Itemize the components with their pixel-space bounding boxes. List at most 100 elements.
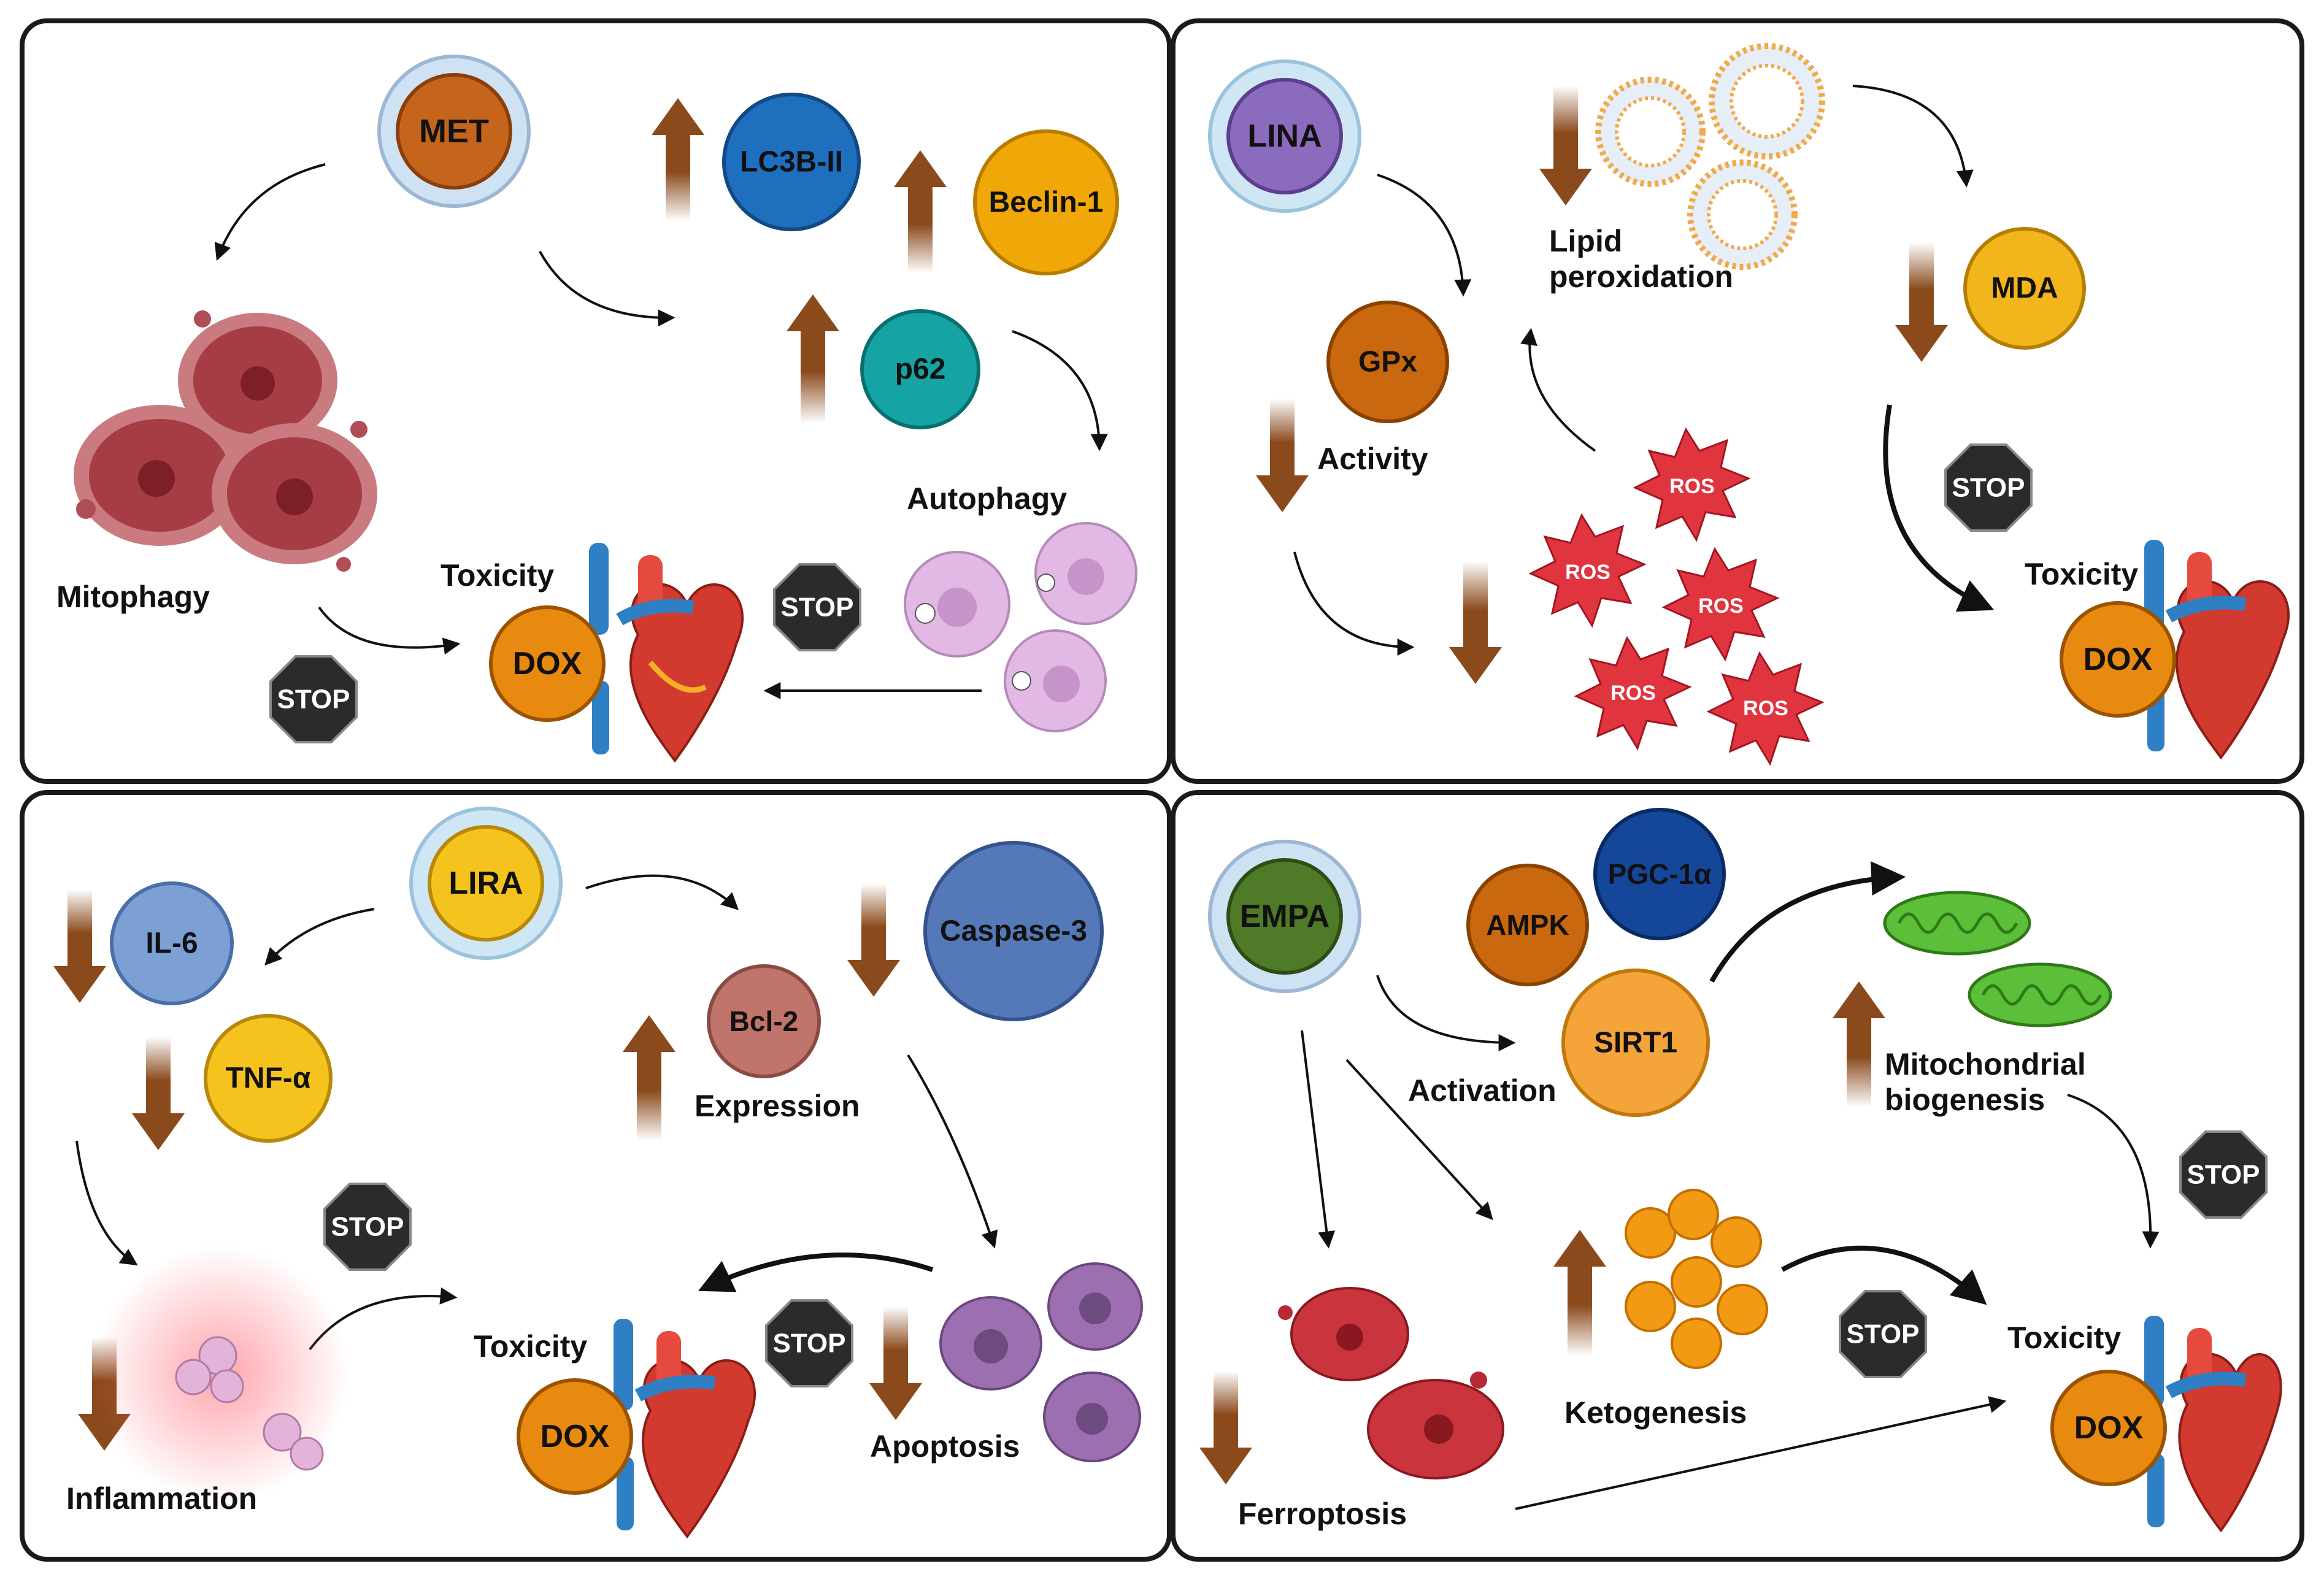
label-ketogenesis: Ketogenesis: [1564, 1395, 1747, 1430]
text-label: Beclin-1: [989, 186, 1104, 219]
text-label: STOP: [2187, 1160, 2260, 1190]
lira-panel-content: LIRA IL-6 TNF-α Bcl-2 Caspase-3 Expr: [53, 807, 1143, 1539]
down-arrow-icon: [1895, 242, 1948, 362]
text-label: STOP: [772, 1329, 845, 1359]
text-label: SIRT1: [1594, 1027, 1677, 1059]
arrow-activity-to-ros: [1293, 551, 1415, 656]
ferroptotic-cells: [1278, 1287, 1504, 1479]
up-arrow-icon: [787, 294, 839, 423]
label-lipid: Lipid: [1549, 224, 1622, 258]
text-label: STOP: [1952, 473, 2025, 503]
label-peroxidation: peroxidation: [1549, 259, 1733, 294]
down-arrow-icon: [1539, 86, 1592, 205]
marker-tnf: TNF-α: [204, 1014, 333, 1143]
arrow-lira-to-bcl2: [585, 874, 739, 910]
ros-starburst-icon: ROS: [1633, 427, 1751, 542]
text-label: ROS: [1669, 475, 1715, 498]
dox-badge: DOX: [489, 605, 606, 722]
down-arrow-icon: [53, 889, 106, 1003]
marker-mda: MDA: [1963, 227, 2086, 350]
arrow-met-to-markers: [539, 251, 675, 327]
empa-panel-content: EMPA PGC-1α AMPK SIRT1 Activation: [1199, 808, 2282, 1533]
arrow-ros-to-lipid: [1520, 328, 1596, 452]
up-arrow-icon: [623, 1015, 675, 1141]
drug-badge-lira: LIRA: [409, 807, 563, 960]
marker-pgc: PGC-1α: [1593, 808, 1726, 940]
label-activity: Activity: [1317, 442, 1428, 476]
marker-il6: IL-6: [110, 881, 234, 1005]
down-arrow-icon: [869, 1306, 922, 1420]
heart-icon: [2144, 1316, 2282, 1533]
arrow-lira-to-il6: [264, 908, 375, 966]
text-label: AMPK: [1486, 909, 1569, 941]
arrow-caspase-to-apoptosis: [907, 1054, 998, 1249]
liposome-icon: [1595, 43, 1825, 270]
arrow-lina-to-gpx: [1377, 174, 1472, 297]
up-arrow-icon: [1833, 981, 1885, 1107]
label-toxicity-lira: Toxicity: [474, 1329, 587, 1364]
down-arrow-icon: [1449, 561, 1502, 684]
arrow-empa-to-sirt1: [1376, 975, 1516, 1051]
label-toxicity-met: Toxicity: [441, 558, 554, 593]
text-label: p62: [895, 353, 946, 386]
ros-starburst-icon: ROS: [1706, 651, 1825, 766]
label-toxicity-lina: Toxicity: [2025, 557, 2138, 591]
heart-icon: [589, 543, 744, 763]
label-apoptosis: Apoptosis: [870, 1429, 1020, 1464]
text-label: STOP: [277, 685, 350, 715]
text-label: DOX: [2084, 642, 2153, 677]
mitochondrion-icon: [1883, 891, 2031, 956]
drug-badge-met: MET: [377, 55, 531, 208]
panel-met: [20, 18, 1172, 784]
text-label: DOX: [541, 1419, 610, 1454]
arrow-mitophagy-to-dox: [318, 606, 461, 655]
marker-bcl2: Bcl-2: [707, 964, 821, 1078]
label-mitochondrial: Mitochondrial: [1885, 1047, 2086, 1081]
text-label: STOP: [331, 1212, 404, 1242]
marker-ampk: AMPK: [1466, 864, 1589, 986]
up-arrow-icon: [1553, 1230, 1606, 1356]
autophagic-cells: [904, 522, 1137, 732]
arrow-sirt1-to-mitochondria: [1709, 861, 1906, 983]
label-inflammation: Inflammation: [66, 1481, 257, 1516]
marker-lc3b: LC3B-II: [722, 93, 861, 231]
text-label: GPx: [1358, 346, 1417, 378]
arrow-empa-to-ferroptosis: [1301, 1030, 1336, 1249]
heart-icon: [614, 1319, 756, 1539]
arrow-met-to-mitophagy: [214, 163, 326, 261]
arrow-empa-to-ketogenesis: [1345, 1059, 1493, 1221]
label-ferroptosis: Ferroptosis: [1238, 1497, 1407, 1531]
apoptotic-cells: [939, 1262, 1143, 1462]
label-expression: Expression: [695, 1089, 860, 1123]
up-arrow-icon: [894, 150, 947, 273]
text-label: ROS: [1698, 594, 1744, 618]
label-activation: Activation: [1408, 1073, 1556, 1108]
dox-badge: DOX: [2050, 1370, 2167, 1486]
marker-caspase: Caspase-3: [923, 841, 1104, 1021]
stop-sign-icon: STOP: [323, 1183, 412, 1271]
stop-sign-icon: STOP: [1839, 1290, 1927, 1378]
text-label: ROS: [1565, 561, 1610, 584]
ketone-body-icon: [1625, 1189, 1768, 1369]
text-label: LINA: [1247, 118, 1322, 154]
dox-badge: DOX: [517, 1378, 633, 1495]
text-label: ROS: [1743, 697, 1788, 720]
arrow-lipid-to-mda: [1852, 85, 1974, 188]
arrow-apoptosis-to-dox: [698, 1253, 934, 1292]
inflammatory-cells: [92, 1245, 350, 1503]
ros-starburst-icon: ROS: [1574, 635, 1692, 751]
ros-starburst-icon: ROS: [1528, 513, 1647, 628]
down-arrow-icon: [1199, 1371, 1252, 1484]
text-label: IL-6: [145, 927, 198, 960]
drug-badge-empa: EMPA: [1208, 840, 1361, 993]
arrow-to-autophagy: [1012, 330, 1108, 451]
arrow-ketogenesis-to-dox: [1781, 1245, 1987, 1305]
stop-sign-icon: STOP: [1944, 443, 2033, 532]
arrow-ferroptosis-to-dox: [1515, 1396, 2007, 1510]
met-label: MET: [419, 113, 489, 150]
label-biogenesis: biogenesis: [1885, 1083, 2045, 1117]
ros-starburst-icon: ROS: [1661, 547, 1780, 662]
text-label: STOP: [780, 593, 853, 623]
mitochondrion-icon: [1968, 962, 2112, 1027]
